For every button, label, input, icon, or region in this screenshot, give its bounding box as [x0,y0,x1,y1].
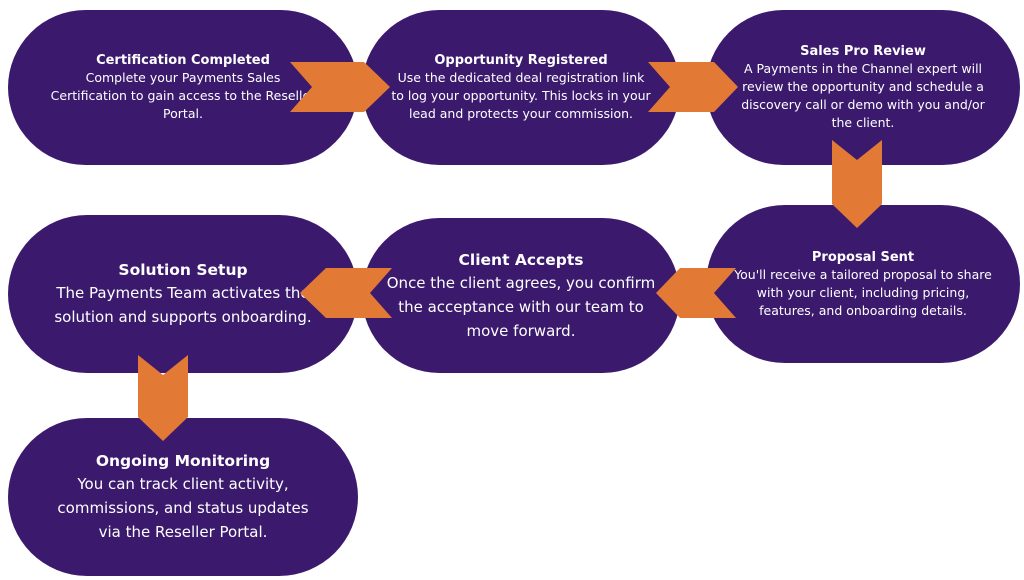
arrow-right-icon [290,62,390,112]
arrow-right-icon [648,62,738,112]
step-title: Opportunity Registered [434,53,608,68]
step-sales-pro-review: Sales Pro Review A Payments in the Chann… [706,10,1020,165]
step-description: The Payments Team activates the solution… [54,284,312,326]
arrow-left-icon [300,268,392,318]
step-description: A Payments in the Channel expert will re… [741,61,985,130]
step-title: Ongoing Monitoring [95,452,271,470]
step-description: Use the dedicated deal registration link… [391,70,651,121]
step-ongoing-monitoring: Ongoing Monitoring You can track client … [8,418,358,576]
step-solution-setup: Solution Setup The Payments Team activat… [8,215,358,373]
step-title: Client Accepts [458,250,584,269]
step-opportunity-registered: Opportunity Registered Use the dedicated… [362,10,680,165]
arrow-down-icon [832,140,882,228]
step-title: Solution Setup [118,261,248,279]
step-description: Complete your Payments Sales Certificati… [50,70,316,121]
arrow-down-icon [138,355,188,441]
step-description: You can track client activity, commissio… [57,475,309,541]
step-title: Sales Pro Review [800,44,926,59]
step-description: Once the client agrees, you confirm the … [386,273,656,340]
step-description: You'll receive a tailored proposal to sh… [734,266,992,318]
step-certification-completed: Certification Completed Complete your Pa… [8,10,358,165]
step-proposal-sent: Proposal Sent You'll receive a tailored … [706,205,1020,363]
step-title: Proposal Sent [811,249,915,265]
step-title: Certification Completed [96,53,270,68]
arrow-left-icon [656,268,736,318]
step-client-accepts: Client Accepts Once the client agrees, y… [362,218,680,373]
